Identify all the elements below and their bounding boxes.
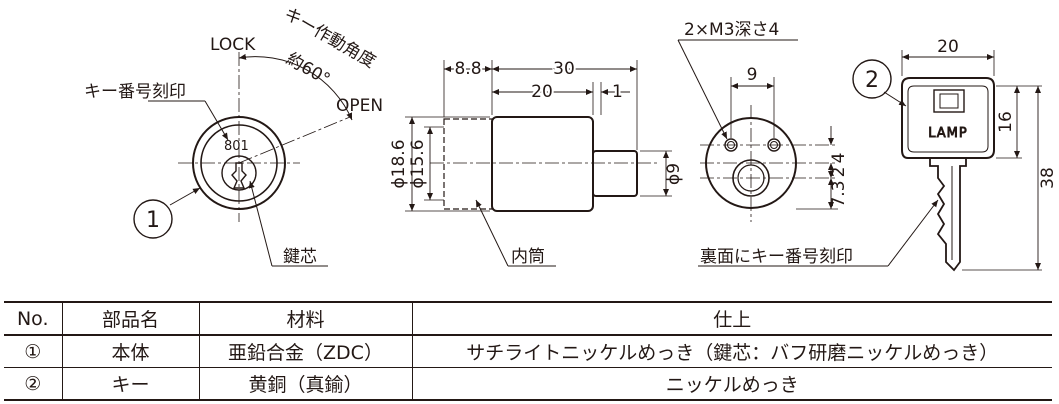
leader-back-mark <box>887 199 939 267</box>
dim-phi-9: ϕ9 <box>664 163 684 185</box>
callout-1-text: 1 <box>146 208 160 233</box>
lock-label: LOCK <box>210 35 256 55</box>
key-dim-20: 20 <box>937 37 959 57</box>
dim-30: 30 <box>553 59 575 79</box>
leader-callout-1 <box>169 187 201 206</box>
key-dim-16: 16 <box>996 111 1016 133</box>
cell-finish: ニッケルめっき <box>411 367 1052 401</box>
callout-circle-1 <box>133 199 173 239</box>
table-row: ① 本体 亜鉛合金（ZDC） サチライトニッケルめっき（鍵芯：バフ研磨ニッケルめ… <box>4 334 1052 368</box>
leader-callout-2 <box>883 91 907 107</box>
inner-tube-label: 内筒 <box>511 247 545 267</box>
back-view <box>677 39 939 267</box>
header-material: 材料 <box>198 301 413 336</box>
cell-no: ② <box>4 367 63 401</box>
dim-2: 2 <box>829 167 849 178</box>
key-view <box>852 50 1042 272</box>
header-no: No. <box>4 301 63 336</box>
header-part-name: 部品名 <box>61 301 200 336</box>
table-header-row: No. 部品名 材料 仕上 <box>4 301 1052 336</box>
leader-tap-spec <box>677 39 728 140</box>
back-key-mark-label: 裏面にキー番号刻印 <box>700 246 853 267</box>
leader-inner-tube <box>475 199 509 267</box>
callout-circle-2 <box>852 59 892 99</box>
cell-finish: サチライトニッケルめっき（鍵芯：バフ研磨ニッケルめっき） <box>411 334 1052 368</box>
outer-flange <box>192 116 286 210</box>
table-row: ② キー 黄銅（真鍮） ニッケルめっき <box>4 367 1052 401</box>
dim-phi-15-6: ϕ15.6 <box>408 139 428 188</box>
open-label: OPEN <box>336 96 383 116</box>
inner-tube-shaft <box>592 150 638 197</box>
cell-part-name: 本体 <box>61 334 200 368</box>
cell-material: 亜鉛合金（ZDC） <box>198 334 413 368</box>
cell-part-name: キー <box>61 367 200 401</box>
key-number-mark-label: キー番号刻印 <box>84 82 186 102</box>
dim-8-8: 8.8 <box>454 59 481 79</box>
callout-2-text: 2 <box>865 68 879 93</box>
keyway <box>231 162 247 189</box>
parts-table: No. 部品名 材料 仕上 ① 本体 亜鉛合金（ZDC） サチライトニッケルめっ… <box>4 301 1052 401</box>
dim-9: 9 <box>747 65 758 85</box>
dim-7-3: 7.3 <box>829 180 849 207</box>
dim-4: 4 <box>829 153 849 164</box>
key-core-label: 鍵芯 <box>283 247 317 267</box>
serial-number: 801 <box>224 139 249 154</box>
dim-phi-18-6: ϕ18.6 <box>389 139 409 188</box>
dim-1: 1 <box>612 82 623 102</box>
front-view <box>133 52 353 267</box>
header-finish: 仕上 <box>411 301 1052 336</box>
open-angle-line <box>238 116 351 164</box>
angle-arc <box>238 53 353 121</box>
key-core-ring <box>221 155 257 191</box>
side-view <box>405 60 672 267</box>
angle-value: 約60° <box>283 49 334 90</box>
leader-key-core <box>248 180 273 267</box>
key-brand: LAMP <box>928 126 968 141</box>
key-head <box>901 77 995 159</box>
inner-ring <box>200 124 278 202</box>
cylinder-body <box>491 116 594 212</box>
tap-spec-label: 2×M3深さ4 <box>684 20 779 40</box>
key-dim-38: 38 <box>1038 167 1058 189</box>
key-head-slot <box>933 89 965 113</box>
cell-no: ① <box>4 334 63 368</box>
dim-20: 20 <box>531 82 553 102</box>
key-blade <box>929 158 967 272</box>
cell-material: 黄銅（真鍮） <box>198 367 413 401</box>
flange-outline <box>443 118 493 210</box>
technical-drawing: 1 LOCK キー作動角度 約60° OPEN キー番号刻印 801 鍵芯 8.… <box>84 4 1058 272</box>
